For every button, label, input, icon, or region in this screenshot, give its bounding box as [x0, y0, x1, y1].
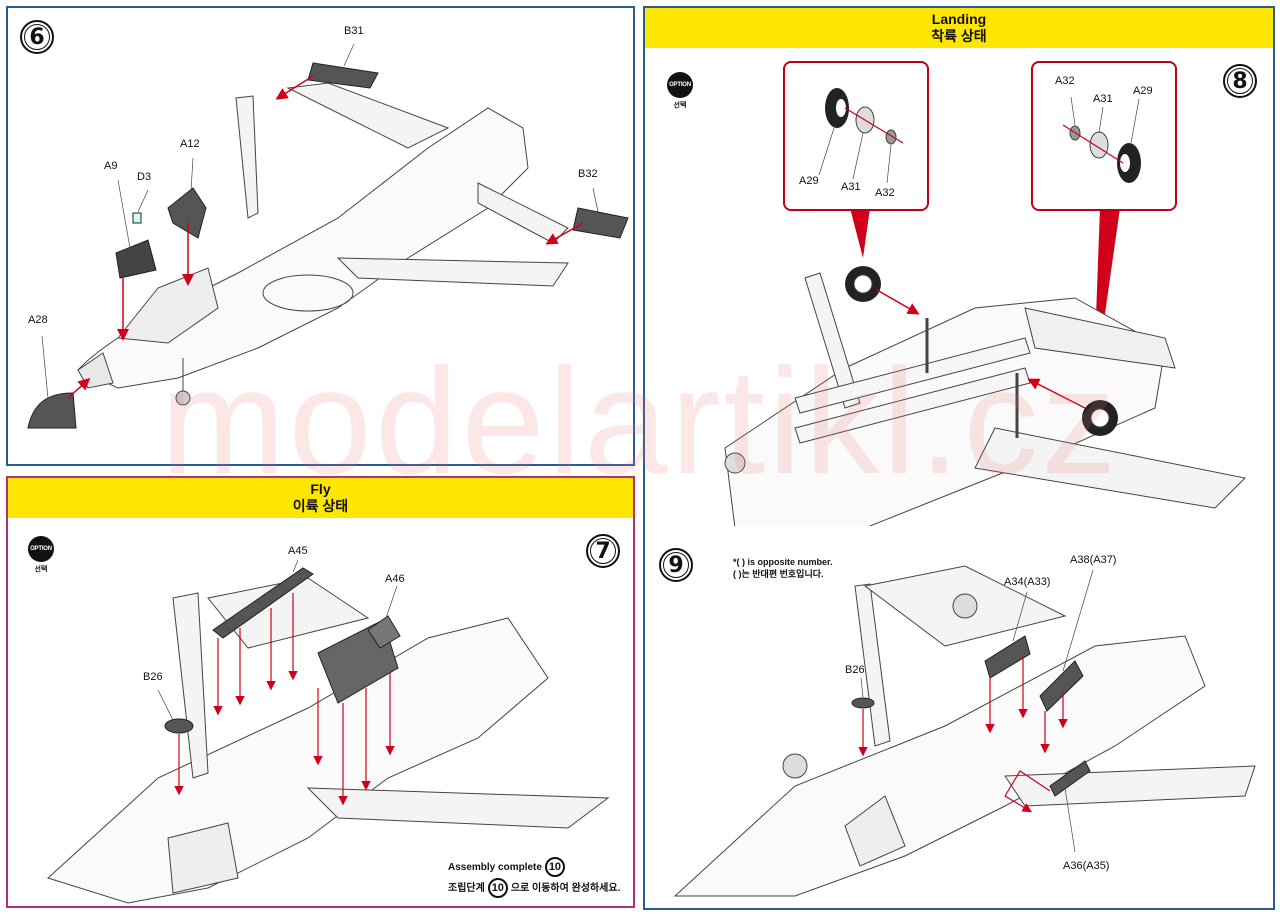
option-badge: OPTION 선택	[667, 72, 693, 110]
aircraft-drawing-step-6	[27, 43, 629, 429]
assembly-complete-ko-post: 으로 이동하여 완성하세요.	[510, 883, 621, 894]
step-6-panel: 6	[6, 6, 635, 466]
part-label-a32: A32	[1055, 75, 1075, 87]
assembly-complete-ko-pre: 조립단계	[448, 883, 485, 894]
option-badge: OPTION 선택	[28, 536, 54, 574]
banner-title-en: Landing	[931, 11, 987, 27]
wheel-callout-left: A29 A31 A32	[783, 61, 929, 211]
step-number-badge: 6	[20, 20, 54, 54]
step-10-badge: 10	[544, 857, 565, 878]
banner-title-ko: 이륙 상태	[292, 498, 349, 514]
note-ko: ( )는 반대편 번호입니다.	[733, 569, 824, 579]
part-label-b32: B32	[578, 168, 598, 180]
fly-banner: Fly 이륙 상태	[8, 478, 633, 518]
wheel-callout-right: A32 A31 A29	[1031, 61, 1177, 211]
step-number-badge: 9	[659, 548, 693, 582]
part-label-b31: B31	[344, 25, 364, 37]
opposite-number-note: *( ) is opposite number. ( )는 반대편 번호입니다.	[733, 556, 833, 580]
step-number-badge: 8	[1223, 64, 1257, 98]
step-7-panel: Fly 이륙 상태 OPTION 선택 7 A45	[6, 476, 635, 908]
option-icon: OPTION	[667, 72, 693, 98]
part-label-a32: A32	[875, 187, 895, 199]
step-9-panel: 9 *( ) is opposite number. ( )는 반대편 번호입니…	[643, 526, 1275, 910]
note-en: *( ) is opposite number.	[733, 557, 833, 567]
part-label-a12: A12	[180, 138, 200, 150]
part-label-a46: A46	[385, 573, 405, 585]
aircraft-drawing-step-7	[47, 559, 610, 904]
part-label-d3: D3	[137, 171, 152, 183]
part-label-a45: A45	[288, 545, 308, 557]
part-label-a34: A34(A33)	[1004, 576, 1051, 588]
part-label-b26: B26	[143, 671, 163, 683]
banner-title-en: Fly	[310, 481, 331, 497]
banner-title-ko: 착륙 상태	[931, 28, 987, 44]
aircraft-drawing-step-9	[673, 565, 1256, 897]
part-label-a9: A9	[104, 160, 118, 172]
part-label-a28: A28	[28, 314, 48, 326]
part-label-a31: A31	[1093, 93, 1113, 105]
step-10-badge-ko: 10	[487, 878, 508, 899]
part-label-a31: A31	[841, 181, 861, 193]
option-icon: OPTION	[28, 536, 54, 562]
part-label-a38: A38(A37)	[1070, 554, 1117, 566]
part-label-a29: A29	[799, 175, 819, 187]
option-sub-label: 선택	[673, 102, 687, 109]
aircraft-drawing-step-8	[724, 208, 1247, 529]
option-sub-label: 선택	[34, 566, 48, 573]
part-label-a29: A29	[1133, 85, 1153, 97]
part-label-a36: A36(A35)	[1063, 860, 1110, 872]
part-label-b26: B26	[845, 664, 865, 676]
step-8-panel: Landing 착륙 상태 OPTION 선택 8	[643, 6, 1275, 529]
step-number-badge: 7	[586, 534, 620, 568]
assembly-complete-text: Assembly complete	[448, 862, 542, 873]
landing-banner: Landing 착륙 상태	[645, 8, 1273, 48]
